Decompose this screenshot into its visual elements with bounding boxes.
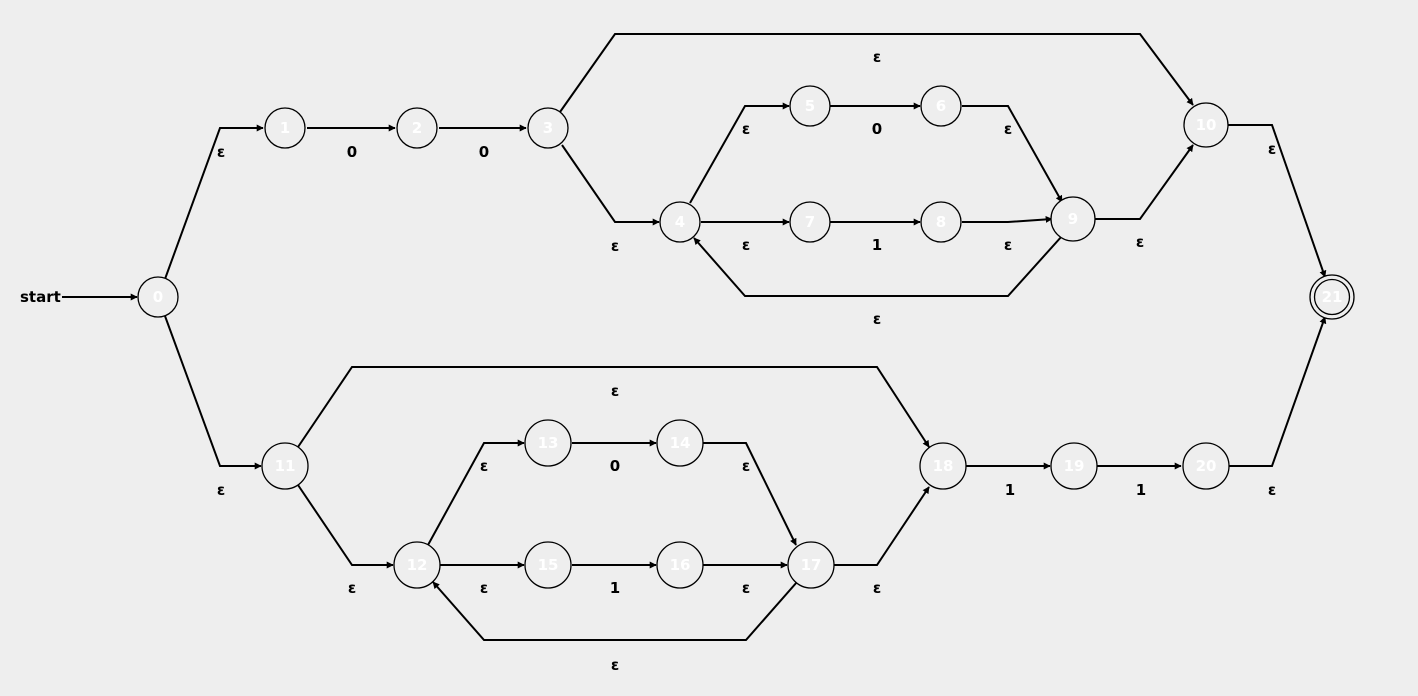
edge-20-21 xyxy=(1228,316,1327,467)
edge-0-11 xyxy=(164,315,262,470)
state-label: 3 xyxy=(543,119,553,137)
edge-label: ε xyxy=(1136,233,1144,251)
state-label: 19 xyxy=(1064,457,1085,475)
state-20: 20 xyxy=(1182,442,1230,490)
edge-label: ε xyxy=(873,48,881,66)
edge-label: ε xyxy=(1268,481,1276,499)
edge-label: ε xyxy=(1004,120,1012,138)
edge-label: ε xyxy=(742,236,750,254)
edges xyxy=(164,33,1327,641)
state-16: 16 xyxy=(656,541,704,589)
state-10: 10 xyxy=(1183,102,1229,148)
state-13: 13 xyxy=(524,419,572,467)
edge-11-18 xyxy=(297,366,930,448)
state-label: 8 xyxy=(936,213,946,231)
state-4: 4 xyxy=(659,201,701,243)
state-label: 20 xyxy=(1196,457,1217,475)
edge-label: ε xyxy=(742,457,750,475)
state-3: 3 xyxy=(527,107,569,149)
edge-label: ε xyxy=(611,656,619,674)
edge-label: ε xyxy=(480,579,488,597)
state-5: 5 xyxy=(789,85,831,127)
state-1: 1 xyxy=(264,107,306,149)
edge-9-10 xyxy=(1095,144,1194,220)
state-label: 17 xyxy=(801,556,822,574)
edge-label: ε xyxy=(1268,140,1276,158)
edge-label: ε xyxy=(217,143,225,161)
edge-3-4 xyxy=(561,144,660,226)
state-label: 11 xyxy=(275,457,296,475)
edge-label: ε xyxy=(873,579,881,597)
edge-10-21 xyxy=(1228,124,1327,278)
state-2: 2 xyxy=(396,107,438,149)
state-21-accept: 21 xyxy=(1309,274,1355,320)
state-label: 14 xyxy=(670,434,691,452)
edge-3-10 xyxy=(559,33,1194,113)
edge-label: ε xyxy=(873,310,881,328)
edge-label: ε xyxy=(480,457,488,475)
state-15: 15 xyxy=(524,541,572,589)
edge-label: 1 xyxy=(610,579,620,597)
edge-label: ε xyxy=(611,237,619,255)
state-17: 17 xyxy=(787,541,835,589)
edge-label: 1 xyxy=(872,236,882,254)
state-11: 11 xyxy=(261,442,309,490)
edge-9-4 xyxy=(693,235,1063,297)
edge-4-5 xyxy=(689,102,790,204)
state-6: 6 xyxy=(920,85,962,127)
edge-12-13 xyxy=(427,439,525,546)
edge-label: ε xyxy=(348,579,356,597)
edge-label: 0 xyxy=(479,143,489,161)
state-0: 0 xyxy=(137,276,179,318)
state-label: 10 xyxy=(1196,116,1217,134)
edge-17-12 xyxy=(432,581,798,641)
state-label: 12 xyxy=(407,556,428,574)
state-label: 1 xyxy=(280,119,290,137)
state-label: 2 xyxy=(412,119,422,137)
edge-label: ε xyxy=(611,382,619,400)
state-8: 8 xyxy=(920,201,962,243)
edge-label: 1 xyxy=(1005,481,1015,499)
edge-label: ε xyxy=(217,481,225,499)
state-18: 18 xyxy=(919,442,967,490)
state-14: 14 xyxy=(656,419,704,467)
state-label: 18 xyxy=(933,457,954,475)
state-label: 5 xyxy=(805,97,815,115)
state-label: 6 xyxy=(936,97,946,115)
edge-8-9 xyxy=(962,215,1053,223)
edge-label: 0 xyxy=(610,457,620,475)
edge-label: ε xyxy=(742,120,750,138)
state-label: 13 xyxy=(538,434,559,452)
edge-label: 0 xyxy=(347,143,357,161)
state-label: 15 xyxy=(538,556,559,574)
edge-label: 1 xyxy=(1136,481,1146,499)
edge-label: ε xyxy=(1004,236,1012,254)
start-label: start xyxy=(20,288,61,306)
state-label: 16 xyxy=(670,556,691,574)
edge-14-17 xyxy=(703,442,797,546)
edge-label: 0 xyxy=(872,120,882,138)
state-label: 4 xyxy=(675,213,685,231)
state-label: 0 xyxy=(153,288,163,306)
state-label: 9 xyxy=(1068,210,1078,228)
edge-labels: ε 0 0 ε ε ε 0 ε ε 1 ε ε ε ε ε ε ε ε 0 ε … xyxy=(217,48,1276,674)
state-label: 7 xyxy=(805,213,815,231)
edge-17-18 xyxy=(834,486,930,566)
edge-11-12 xyxy=(297,484,394,569)
state-12: 12 xyxy=(393,541,441,589)
state-9: 9 xyxy=(1050,196,1096,242)
state-label: 21 xyxy=(1322,288,1343,306)
edge-0-1 xyxy=(164,124,264,280)
edge-6-9 xyxy=(962,105,1063,203)
edge-label: ε xyxy=(742,579,750,597)
state-7: 7 xyxy=(789,201,831,243)
state-19: 19 xyxy=(1050,442,1098,490)
